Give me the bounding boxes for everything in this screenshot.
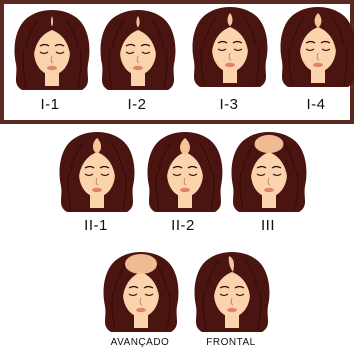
lips: [313, 63, 323, 67]
head-illustration-i-4: [281, 7, 354, 87]
stage-label-i-1: I-1: [40, 96, 59, 113]
head-illustration-frontal: [195, 252, 270, 332]
stage-label-i-4: I-4: [306, 96, 325, 113]
lips: [264, 188, 274, 192]
head-illustration-ii-2: [148, 132, 223, 212]
stage-label-ii-1: II-1: [84, 217, 108, 234]
head-illustration-avan-ado: [104, 252, 179, 332]
stage-label-i-2: I-2: [127, 96, 146, 113]
lips: [47, 66, 57, 70]
stage-label-frontal: FRONTAL: [206, 337, 255, 348]
head-illustration-i-3: [193, 7, 268, 87]
head-illustration-ii-1: [60, 132, 135, 212]
stage-label-i-3: I-3: [219, 96, 238, 113]
scalp-thinning: [255, 135, 284, 153]
lips: [92, 188, 102, 192]
head-illustration-i-2: [101, 10, 176, 90]
stage-label-avancado: AVANÇADO: [111, 337, 170, 348]
stage-label-iii: III: [261, 217, 275, 234]
stage-label-ii-2: II-2: [171, 217, 195, 234]
lips: [133, 66, 143, 70]
lips: [227, 308, 237, 312]
head-illustration-i-1: [15, 10, 90, 90]
lips: [225, 63, 235, 67]
lips: [180, 188, 190, 192]
scalp-thinning: [125, 254, 157, 274]
lips: [136, 308, 146, 312]
head-illustration-iii: [232, 132, 307, 212]
